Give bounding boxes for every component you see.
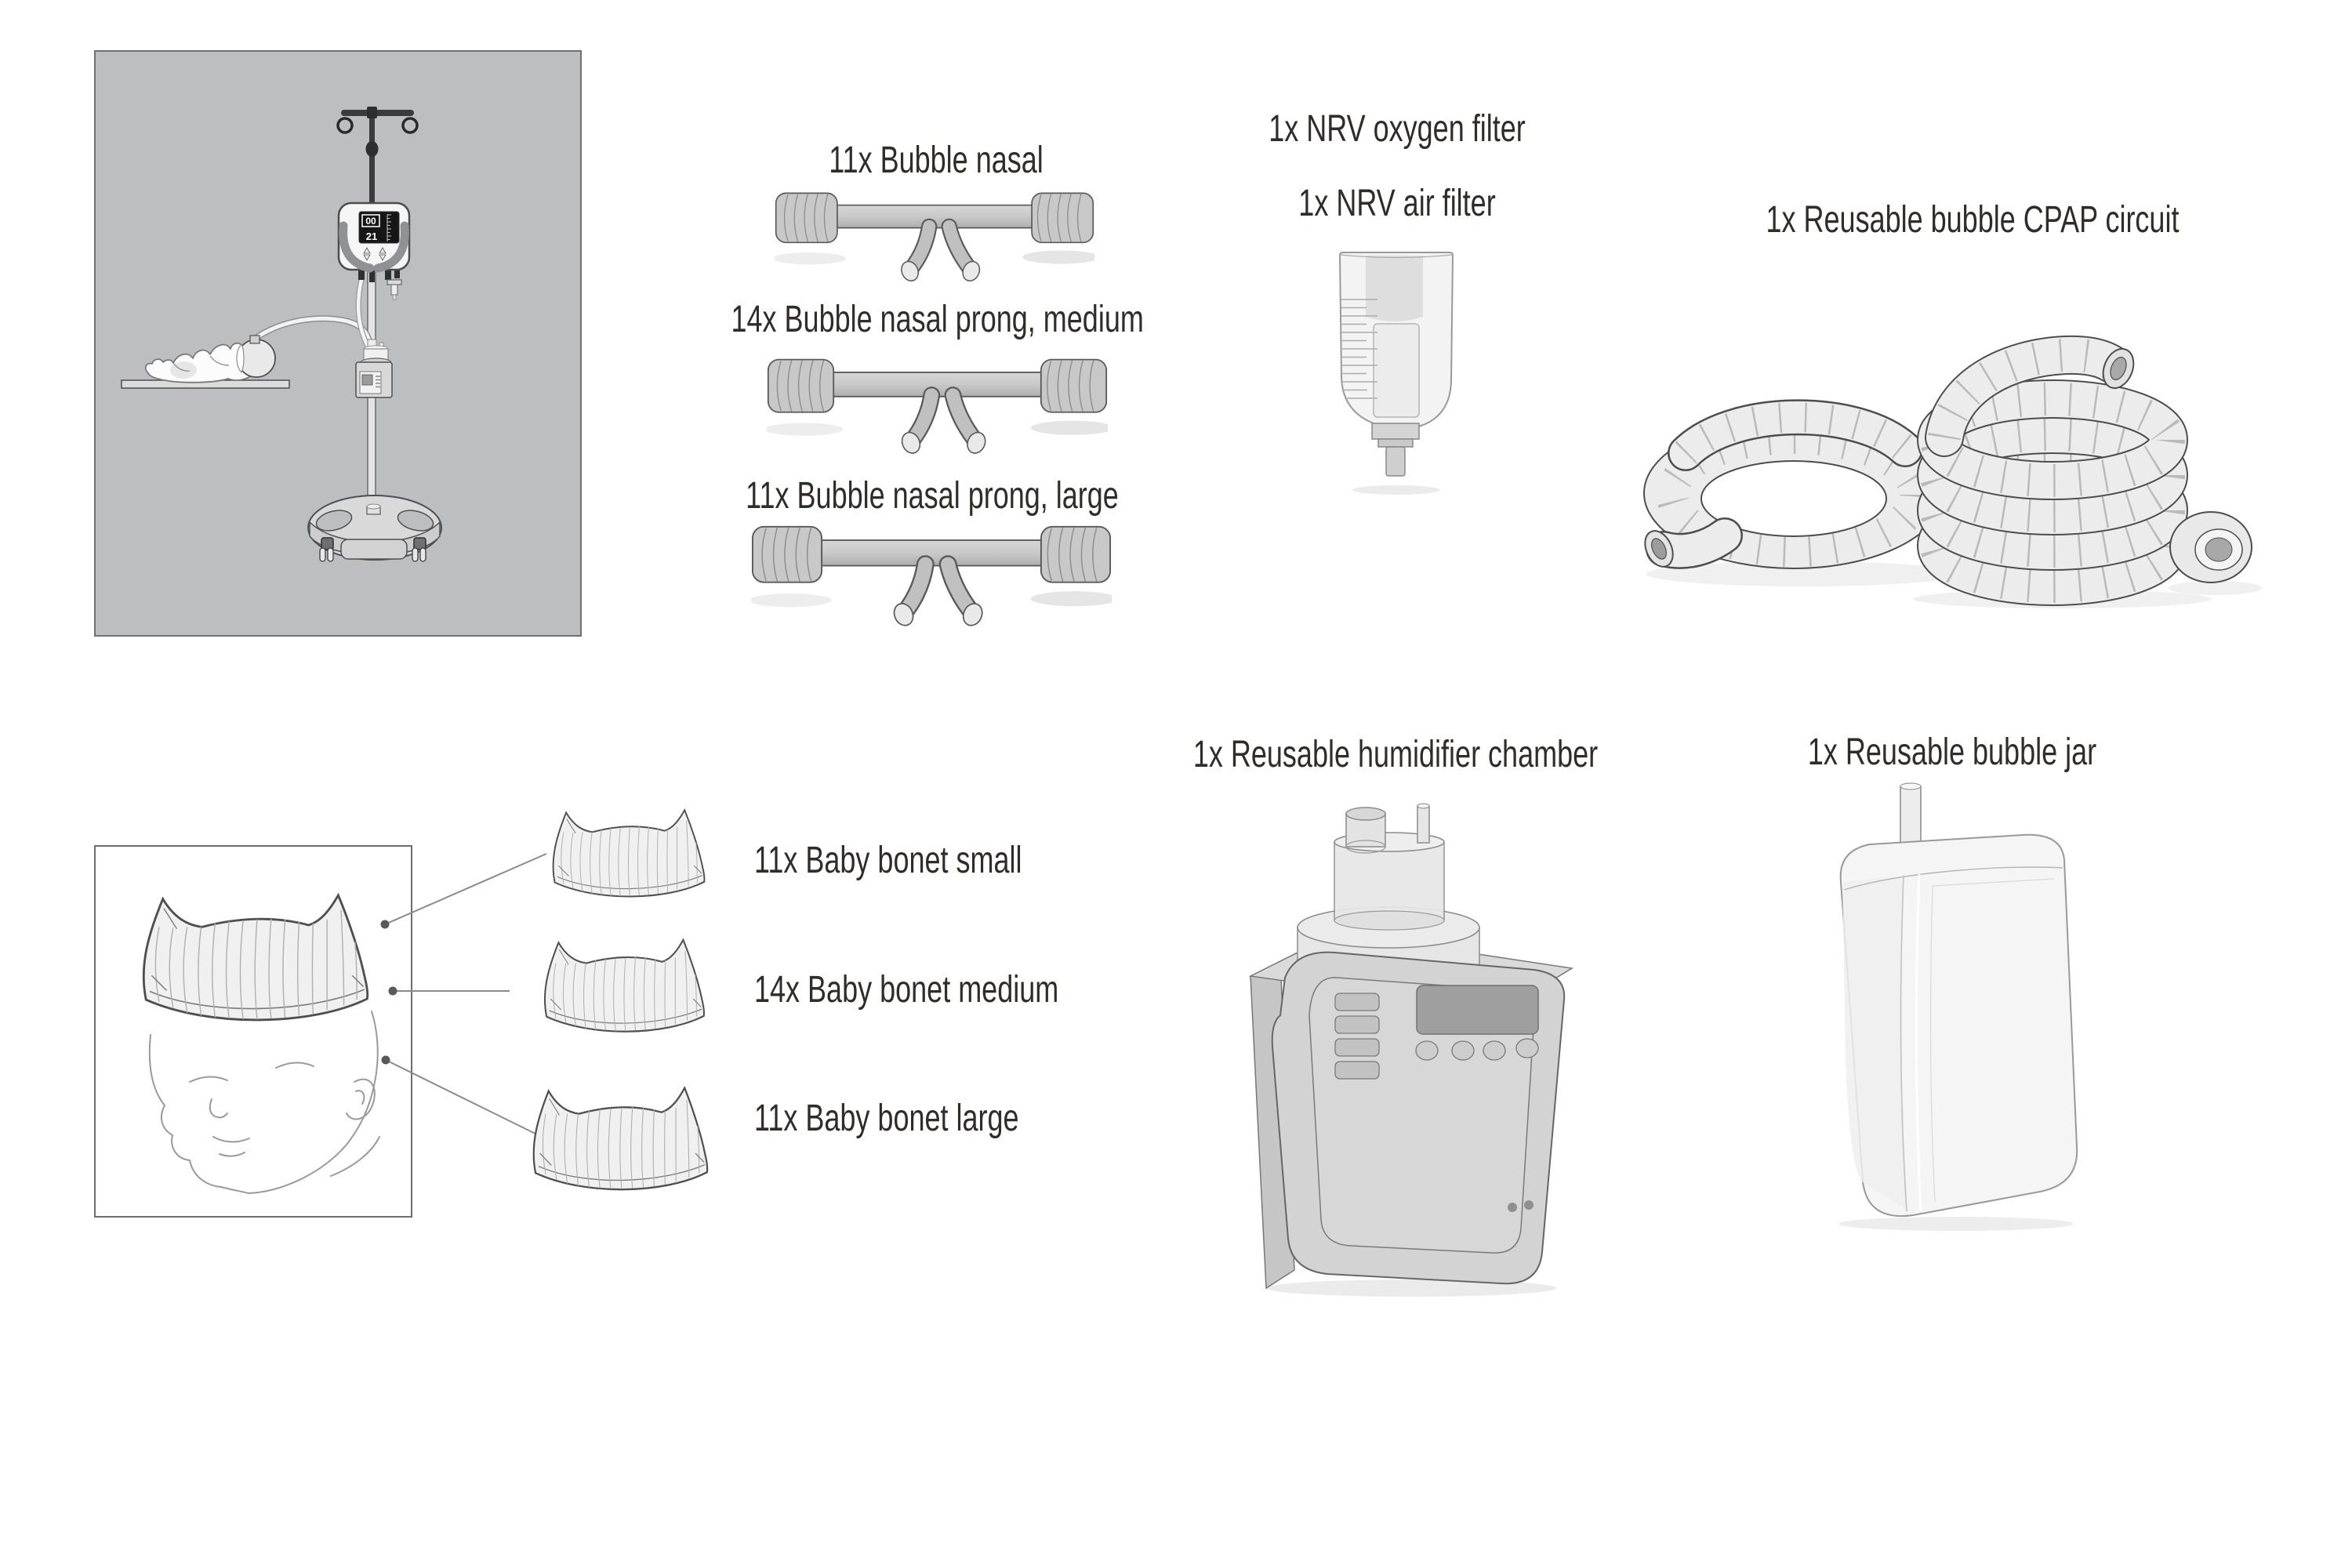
cpap-circuit-illustration (1642, 335, 2262, 608)
baby-bonet-large-illustration (532, 1087, 709, 1191)
humidifier-control-panel (1271, 951, 1566, 1285)
inline-humidifier-icon (355, 339, 393, 398)
label-baby-bonet-large: 11x Baby bonet large (754, 1098, 1019, 1139)
baby-bonnet-fit-panel (94, 845, 412, 1218)
label-nrv-oxygen-filter: 1x NRV oxygen filter (1269, 108, 1526, 150)
oxygen-display-value: 21 (366, 230, 377, 242)
label-bubble-nasal: 11x Bubble nasal (829, 140, 1044, 181)
bubble-nasal-prong-medium-illustration (767, 357, 1108, 456)
bubble-jar-illustration (1838, 782, 2078, 1231)
setup-scene-panel: 00 21 (94, 50, 582, 637)
baby-bonet-small-illustration (552, 809, 706, 898)
flow-display-value: 00 (365, 216, 376, 227)
label-bubble-nasal-prong-medium: 14x Bubble nasal prong, medium (731, 299, 1144, 340)
label-bubble-nasal-prong-large: 11x Bubble nasal prong, large (746, 475, 1119, 517)
nrv-filter-illustration (1338, 252, 1454, 495)
baby-bonet-medium-illustration (543, 938, 706, 1033)
baby-icon (144, 335, 276, 383)
bonnet-size-connectors (380, 853, 547, 1139)
cpap-setup-scene-illustration: 00 21 (121, 107, 442, 562)
stand-base-icon (307, 495, 442, 562)
cpap-machine-icon: 00 21 (337, 201, 411, 300)
label-baby-bonet-medium: 14x Baby bonet medium (754, 969, 1059, 1011)
humidifier-chamber-illustration (1248, 803, 1574, 1297)
label-baby-bonet-small: 11x Baby bonet small (754, 840, 1022, 881)
baby-head-sketch (142, 894, 380, 1194)
label-reusable-cpap-circuit: 1x Reusable bubble CPAP circuit (1766, 199, 2180, 241)
size-marker-dot (381, 1055, 390, 1065)
bubble-nasal-small-illustration (775, 191, 1094, 284)
label-nrv-air-filter: 1x NRV air filter (1298, 183, 1496, 224)
breathing-tube-icon (252, 277, 373, 352)
size-marker-dot (388, 986, 397, 996)
bubble-nasal-prong-large-illustration (751, 524, 1112, 629)
label-reusable-humidifier-chamber: 1x Reusable humidifier chamber (1192, 734, 1599, 775)
circuit-connector-icon (2169, 511, 2252, 583)
label-reusable-bubble-jar: 1x Reusable bubble jar (1807, 731, 2097, 773)
size-marker-dot (380, 920, 390, 929)
iv-pole-icon (336, 107, 419, 205)
